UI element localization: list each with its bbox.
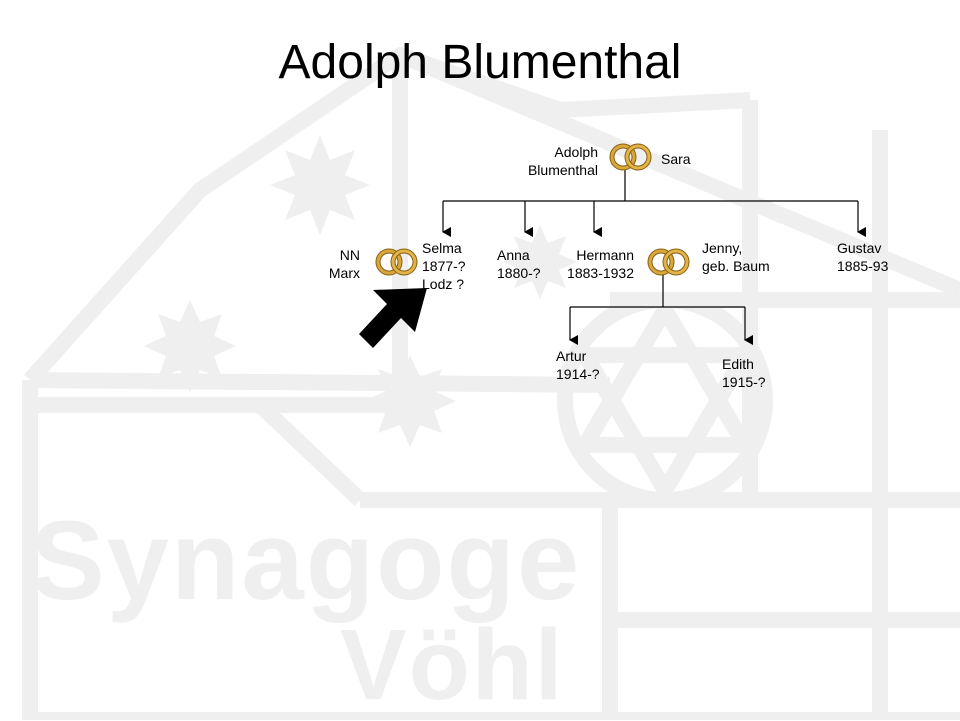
person-artur: Artur 1914-?: [556, 347, 600, 383]
person-nn-line-1: NN: [339, 247, 360, 263]
person-sara: Sara: [661, 150, 691, 168]
person-adolph-line-1: Adolph: [554, 144, 598, 160]
person-edith-line-2: 1915-?: [722, 374, 766, 390]
person-selma-line-1: Selma: [422, 240, 462, 256]
wedding-rings-icon: [609, 143, 652, 171]
person-selma-line-3: Lodz ?: [422, 276, 465, 292]
person-edith-line-1: Edith: [722, 356, 754, 372]
person-jenny-line-1: Jenny,: [702, 240, 743, 256]
page-title: Adolph Blumenthal: [278, 36, 682, 89]
person-hermann-line-1: Hermann: [576, 247, 634, 263]
person-anna-line-1: Anna: [497, 247, 530, 263]
person-jenny: Jenny, geb. Baum: [702, 239, 770, 275]
person-artur-line-2: 1914-?: [556, 366, 600, 382]
person-selma: Selma 1877-? Lodz ?: [422, 239, 466, 293]
person-hermann-line-2: 1883-1932: [567, 265, 634, 281]
person-nn-line-2: Marx: [328, 265, 360, 281]
person-sara-line-1: Sara: [661, 151, 691, 167]
person-adolph-line-2: Blumenthal: [527, 162, 598, 178]
person-gustav-line-2: 1885-93: [837, 258, 889, 274]
person-gustav-line-1: Gustav: [837, 240, 882, 256]
watermark-line-2: Vöhl: [340, 609, 565, 721]
person-hermann: Hermann 1883-1932: [550, 246, 634, 282]
person-anna-line-2: 1880-?: [497, 265, 541, 281]
wedding-rings-icon: [647, 248, 690, 276]
person-gustav: Gustav 1885-93: [837, 239, 888, 275]
person-artur-line-1: Artur: [556, 348, 587, 364]
arrow-icon: [359, 288, 427, 348]
person-adolph: Adolph Blumenthal: [500, 143, 598, 179]
person-selma-line-2: 1877-?: [422, 258, 466, 274]
person-nn-marx: NN Marx: [300, 246, 360, 282]
person-edith: Edith 1915-?: [722, 355, 766, 391]
wedding-rings-icon: [375, 248, 418, 276]
person-anna: Anna 1880-?: [497, 246, 541, 282]
watermark-line-1: Synagoge: [30, 498, 582, 623]
person-jenny-line-2: geb. Baum: [702, 258, 770, 274]
